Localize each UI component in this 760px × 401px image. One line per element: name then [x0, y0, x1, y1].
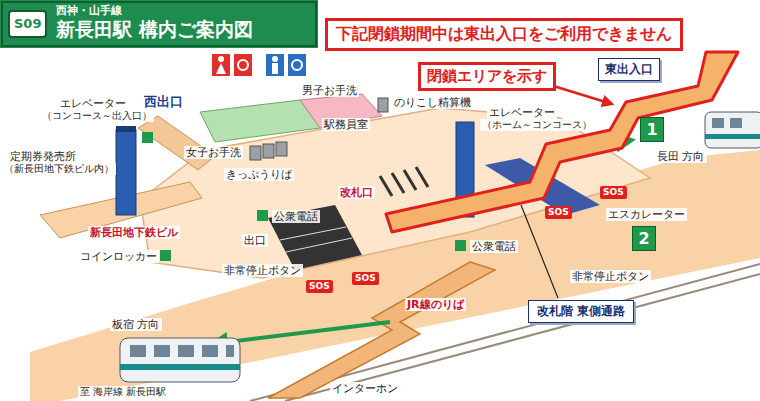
notice-box: 下記閉鎖期間中は東出入口をご利用できません — [325, 18, 683, 51]
escalator — [268, 205, 362, 270]
facility-label: インターホン — [330, 382, 400, 395]
fare-gates — [380, 167, 428, 196]
facility-label: 男子お手洗 — [300, 84, 359, 97]
track — [285, 274, 760, 401]
toilet-block — [200, 100, 320, 142]
node-text: 下記閉鎖期間中は東出入口をご利用できません — [336, 24, 672, 45]
transfer-label: JR線のりば — [405, 298, 466, 311]
closed-area — [386, 52, 738, 232]
line-name: 西神・山手線 — [54, 4, 124, 17]
node-text: 東出入口 — [605, 61, 653, 78]
facility-label: 駅務員室 — [322, 118, 370, 131]
facility-note: （新長田地下鉄ビル内） — [2, 163, 116, 175]
west-exit-stairs — [138, 116, 215, 170]
header-bar — [0, 0, 318, 48]
facility-label: きっぷうりば — [224, 168, 294, 181]
node-text: 閉鎖エリアを示す — [427, 67, 547, 86]
men-toilet-icon — [266, 54, 284, 76]
gate-label: 改札口 — [338, 186, 375, 199]
station-number: S09 — [8, 10, 47, 38]
phone-icon — [455, 240, 466, 251]
map-title: 新長田駅 構内ご案内図 — [54, 18, 255, 41]
facility-note: （コンコース～出入口） — [40, 110, 154, 122]
facility-label: 非常停止ボタン — [570, 270, 651, 283]
node-text: 改札階 東側通路 — [537, 303, 625, 320]
sos-icon: SOS — [352, 272, 379, 285]
facility-label: エレベーター — [487, 106, 557, 119]
sos-icon: SOS — [306, 280, 333, 293]
platform-number: 1 — [640, 117, 664, 142]
facility-label: のりこし精算機 — [392, 96, 473, 109]
sos-icon: SOS — [600, 186, 627, 199]
accessible-toilet-icon — [234, 54, 252, 76]
platform-number: 2 — [632, 226, 656, 251]
facility-note: （ホーム～コンコース） — [480, 119, 594, 131]
elevator-shaft — [116, 130, 136, 215]
phone-icon — [257, 210, 268, 221]
exit-name: 西出口 — [142, 94, 185, 110]
train — [120, 338, 240, 382]
facility-label: 公衆電話 — [272, 210, 320, 223]
facility-label: エスカレーター — [606, 208, 687, 221]
facility-label: コインロッカー — [78, 250, 159, 263]
sos-icon: SOS — [545, 206, 572, 219]
building-label: 新長田地下鉄ビル — [88, 226, 180, 239]
exit-label: 出口 — [242, 234, 268, 247]
locker-icon — [160, 250, 171, 261]
accessible-toilet-icon — [288, 54, 306, 76]
closed-area-callout: 閉鎖エリアを示す — [418, 62, 556, 91]
women-toilet-icon — [212, 54, 230, 76]
leader-line — [521, 205, 558, 298]
direction-label: 長田 方向 — [655, 150, 707, 163]
facility-label: エレベーター — [58, 97, 128, 110]
jr-transfer-stairs — [268, 262, 495, 398]
passage-label-box: 改札階 東側通路 — [528, 300, 634, 323]
ticket-machines — [250, 142, 287, 160]
facility-label: 公衆電話 — [470, 240, 518, 253]
elevator-icon — [142, 132, 153, 143]
facility-label: 非常停止ボタン — [222, 264, 303, 277]
direction-arrow — [212, 322, 390, 344]
exit-label-box: 東出入口 — [598, 58, 660, 81]
facility-label: 女子お手洗 — [184, 146, 243, 159]
fare-adjust-machine — [378, 98, 388, 112]
elevator-top — [116, 126, 136, 132]
train — [705, 112, 760, 148]
header-frame — [2, 2, 316, 46]
direction-note: 至 海岸線 新長田駅 — [78, 386, 168, 398]
direction-label: 板宿 方向 — [110, 318, 162, 331]
facility-label: 定期券発売所 — [8, 150, 78, 163]
